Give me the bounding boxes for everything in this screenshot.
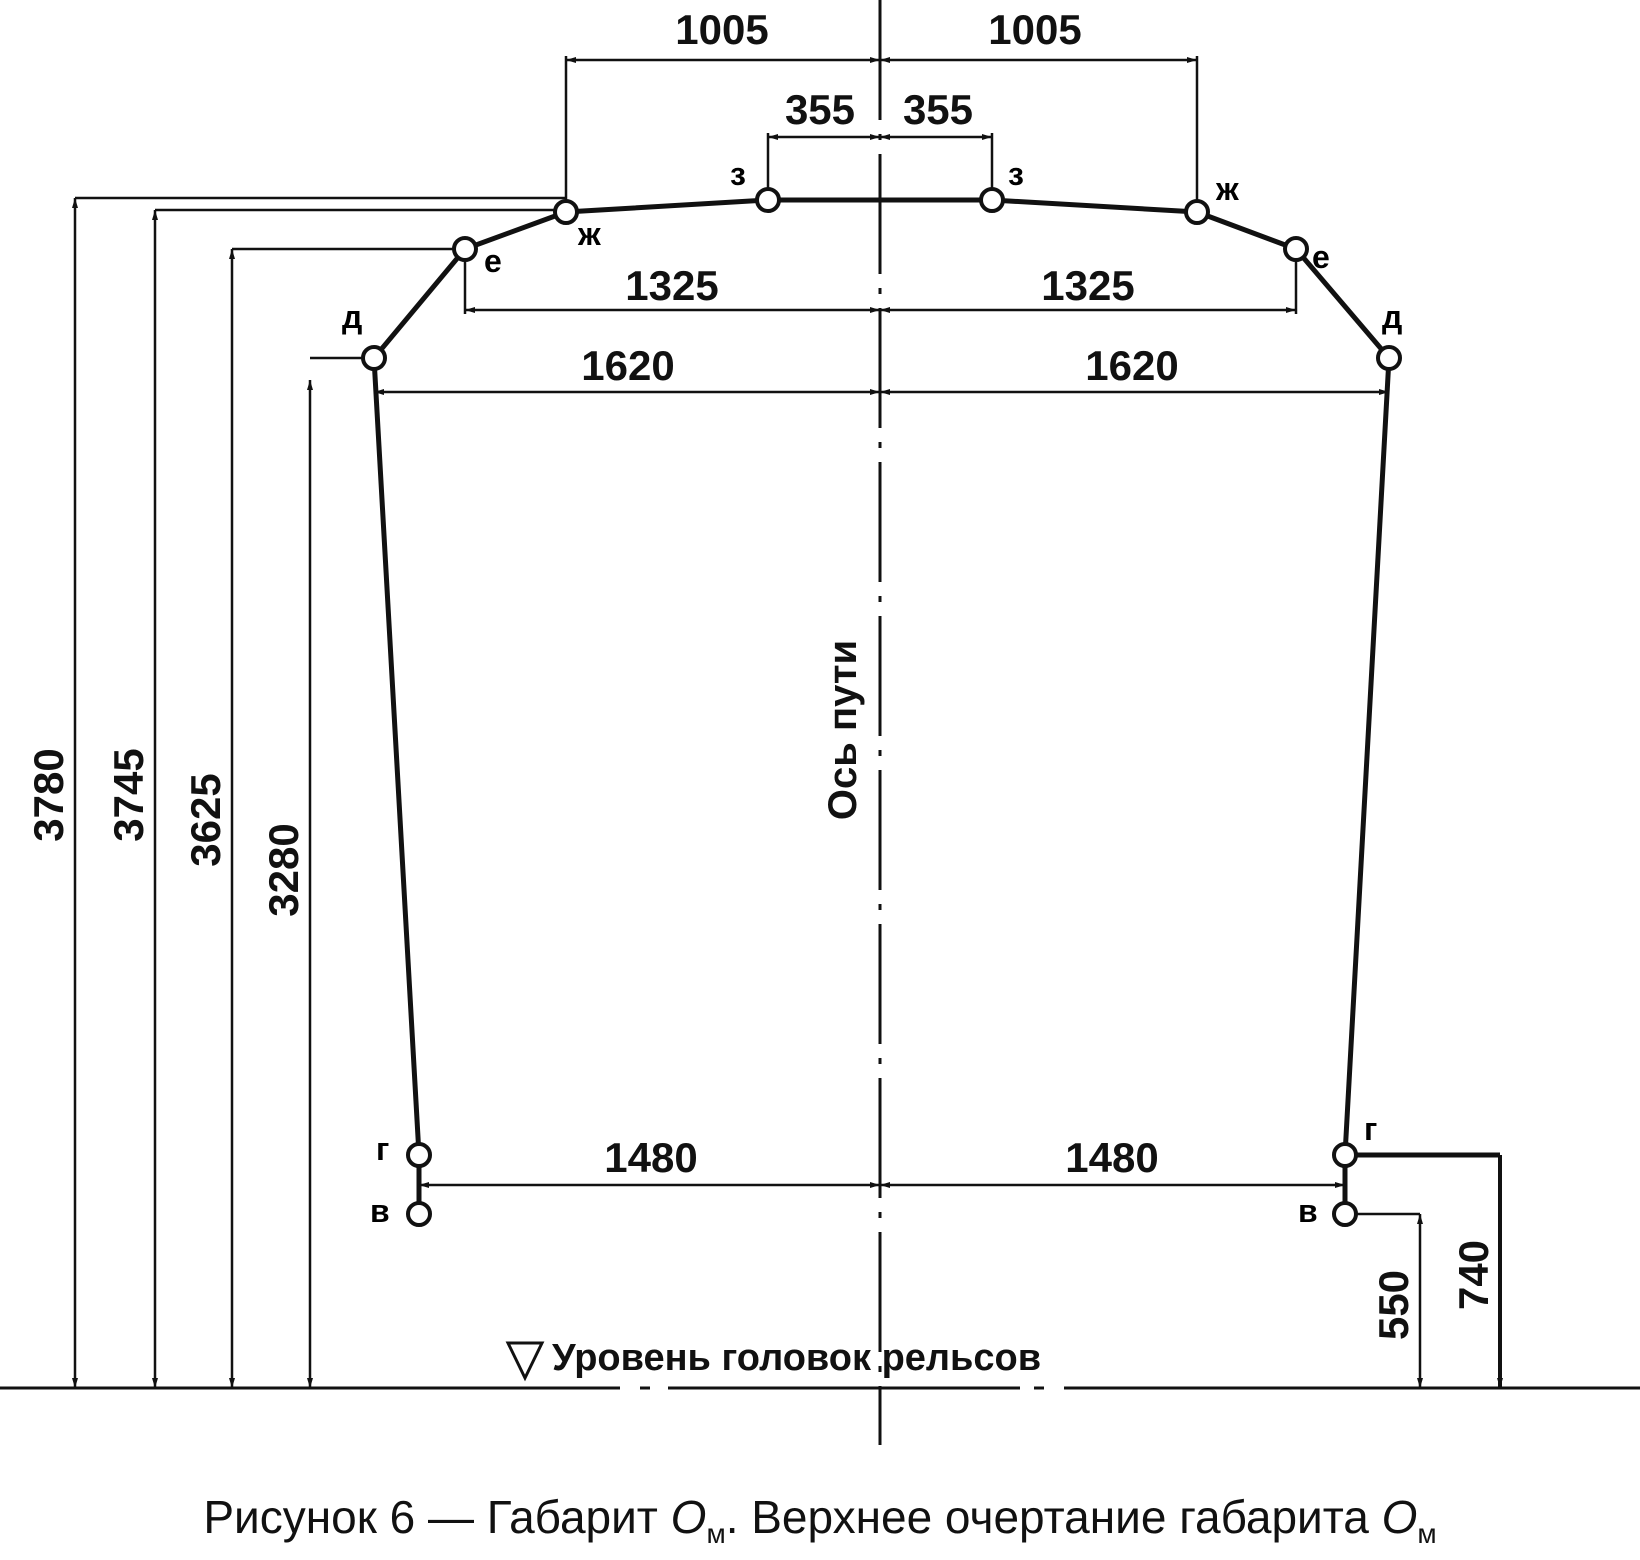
point-label-zh-left: ж	[577, 216, 601, 252]
dim-355-left: 355	[785, 86, 855, 133]
point-label-v-right: в	[1298, 1193, 1318, 1229]
vertical-dimensions	[72, 196, 1423, 1388]
point-v-right	[1332, 1201, 1358, 1227]
point-label-d-right: д	[1382, 299, 1402, 335]
gauge-outline	[371, 197, 1500, 1214]
figure-caption: Рисунок 6 — Габарит Ом. Верхнее очертани…	[0, 1490, 1640, 1550]
caption-subscript-2: м	[1417, 1518, 1437, 1550]
point-d-right	[1376, 345, 1402, 371]
point-label-v-left: в	[370, 1193, 390, 1229]
dim-1325-left: 1325	[625, 262, 718, 309]
caption-middle: . Верхнее очертание габарита	[725, 1491, 1382, 1543]
point-d-left	[361, 345, 387, 371]
point-g-left	[406, 1142, 432, 1168]
dim-1005-right: 1005	[988, 6, 1081, 53]
horizontal-dimensions	[374, 56, 1389, 1188]
dim-3280: 3280	[260, 823, 307, 916]
dim-1325-right: 1325	[1041, 262, 1134, 309]
point-z-right	[979, 187, 1005, 213]
caption-symbol: О	[670, 1491, 707, 1543]
dim-1620-left: 1620	[581, 342, 674, 389]
point-label-z-left: з	[730, 156, 746, 192]
rail-level-triangle-icon	[505, 1341, 545, 1382]
point-label-g-left: г	[376, 1131, 389, 1167]
dim-550: 550	[1370, 1270, 1417, 1340]
axis-label: Ось пути	[821, 640, 865, 820]
point-label-e-left: е	[484, 243, 502, 279]
dim-1005-left: 1005	[675, 6, 768, 53]
point-label-g-right: г	[1364, 1111, 1377, 1147]
dim-1480-left: 1480	[604, 1134, 697, 1181]
caption-symbol-2: О	[1381, 1491, 1418, 1543]
dim-3780: 3780	[25, 748, 72, 841]
point-zh-right	[1184, 199, 1210, 225]
rail-level-label: Уровень головок рельсов	[552, 1337, 1041, 1379]
point-label-d-left: д	[342, 299, 362, 335]
point-g-right	[1332, 1142, 1358, 1168]
point-z-left	[755, 187, 781, 213]
dim-1620-right: 1620	[1085, 342, 1178, 389]
dim-3745: 3745	[105, 748, 152, 841]
dim-1480-right: 1480	[1065, 1134, 1158, 1181]
point-v-left	[406, 1201, 432, 1227]
point-label-z-right: з	[1008, 156, 1024, 192]
caption-subscript: м	[706, 1518, 726, 1550]
dim-3625: 3625	[182, 773, 229, 866]
point-e-right	[1283, 236, 1309, 262]
point-label-e-right: е	[1312, 239, 1330, 275]
dim-355-right: 355	[903, 86, 973, 133]
gauge-points	[361, 187, 1402, 1227]
point-label-zh-right: ж	[1215, 171, 1239, 207]
caption-prefix: Рисунок 6 — Габарит	[203, 1491, 671, 1543]
dim-740: 740	[1450, 1240, 1497, 1310]
point-zh-left	[553, 199, 579, 225]
point-e-left	[452, 236, 478, 262]
